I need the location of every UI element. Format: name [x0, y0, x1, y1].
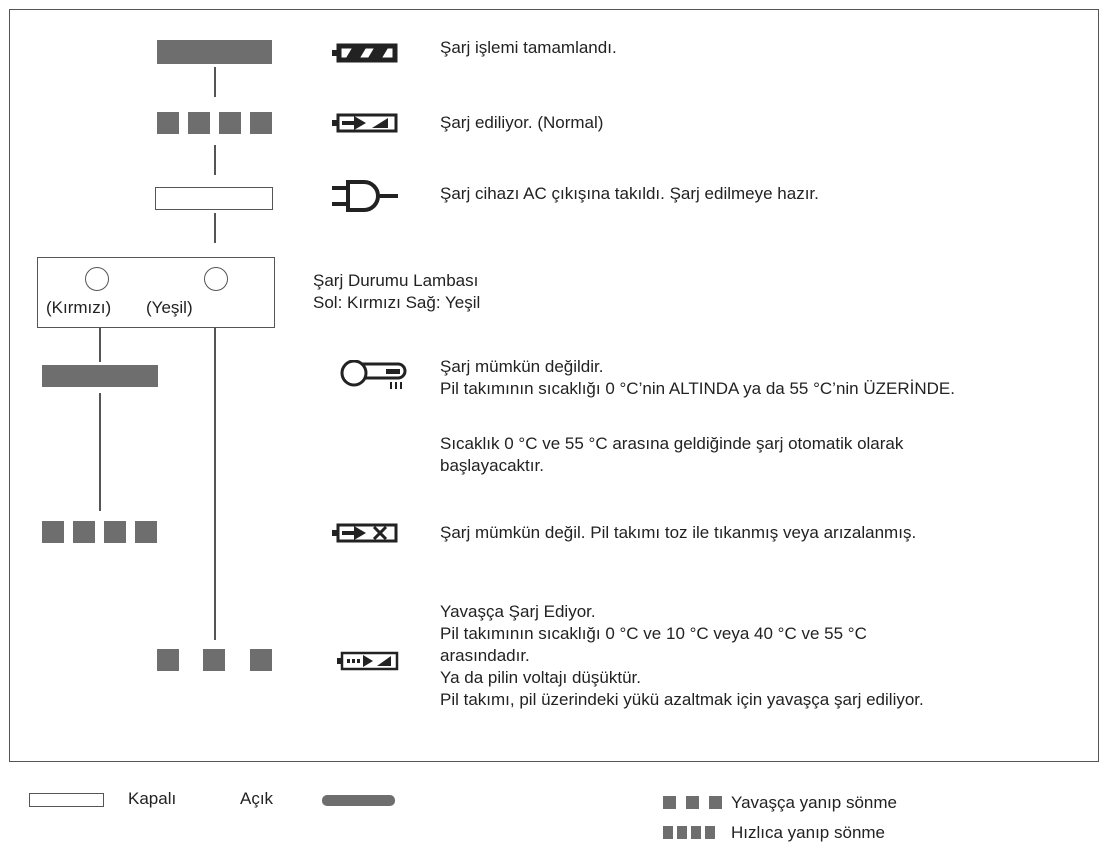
- charge-error-icon: [332, 523, 398, 543]
- connector-line: [214, 67, 216, 97]
- legend-fast-swatch: [691, 826, 701, 839]
- blink-segment: [219, 112, 241, 134]
- blink-segment: [250, 649, 272, 671]
- legend-slow-swatch: [663, 796, 676, 809]
- blink-segment: [203, 649, 225, 671]
- legend-fast-swatch: [663, 826, 673, 839]
- legend-off-swatch: [29, 793, 104, 807]
- connector-line: [214, 145, 216, 175]
- blink-segment: [157, 649, 179, 671]
- legend-on-label: Açık: [240, 789, 274, 808]
- status-fault: Şarj mümkün değil. Pil takımı toz ile tı…: [440, 523, 917, 542]
- status-temp-not-possible: Şarj mümkün değildir.: [440, 357, 604, 376]
- blink-segment: [188, 112, 210, 134]
- status-slow-2: Pil takımının sıcaklığı 0 °C ve 10 °C ve…: [440, 624, 867, 643]
- green-lamp: [204, 267, 228, 291]
- status-temp-auto: Sıcaklık 0 °C ve 55 °C arasına geldiğind…: [440, 434, 904, 453]
- thermometer-icon: [340, 360, 407, 389]
- legend-slow-label: Yavaşça yanıp sönme: [731, 793, 897, 812]
- diagram-frame: [9, 9, 1099, 762]
- status-temp-detail: Pil takımının sıcaklığı 0 °C’nin ALTINDA…: [440, 379, 955, 398]
- status-complete: Şarj işlemi tamamlandı.: [440, 38, 617, 57]
- blink-segment: [42, 521, 64, 543]
- red-on-indicator: [42, 365, 158, 387]
- off-indicator: [155, 187, 273, 210]
- legend-off-label: Kapalı: [128, 789, 177, 808]
- legend-slow-swatch: [686, 796, 699, 809]
- plug-icon: [332, 180, 398, 212]
- connector-line: [99, 328, 101, 362]
- status-slow-1: Yavaşça Şarj Ediyor.: [440, 602, 596, 621]
- red-lamp: [85, 267, 109, 291]
- legend-fast-label: Hızlıca yanıp sönme: [731, 823, 886, 842]
- charge-lamp-box: (Kırmızı) (Yeşil): [37, 257, 275, 328]
- legend-slow-swatch: [709, 796, 722, 809]
- lamp-title: Şarj Durumu Lambası: [313, 271, 479, 290]
- legend-fast-swatch: [705, 826, 715, 839]
- legend-on-swatch: [322, 795, 395, 806]
- status-temp-auto-cont: başlayacaktır.: [440, 456, 544, 475]
- lamp-subtitle: Sol: Kırmızı Sağ: Yeşil: [313, 293, 481, 312]
- status-ready: Şarj cihazı AC çıkışına takıldı. Şarj ed…: [440, 184, 819, 203]
- red-lamp-label: (Kırmızı): [46, 298, 112, 317]
- charging-arrow-icon: [332, 113, 398, 133]
- blink-segment: [250, 112, 272, 134]
- connector-line: [99, 393, 101, 511]
- blink-segment: [135, 521, 157, 543]
- status-charging-normal: Şarj ediliyor. (Normal): [440, 113, 604, 132]
- legend-fast-swatch: [677, 826, 687, 839]
- connector-line: [214, 328, 216, 640]
- status-slow-3: arasındadır.: [440, 646, 530, 665]
- blink-segment: [157, 112, 179, 134]
- battery-full-icon: [332, 43, 398, 63]
- green-on-indicator: [157, 40, 272, 64]
- slow-charge-icon: [337, 651, 399, 671]
- connector-line: [214, 213, 216, 243]
- blink-segment: [104, 521, 126, 543]
- status-slow-4: Ya da pilin voltajı düşüktür.: [440, 668, 641, 687]
- green-lamp-label: (Yeşil): [146, 298, 193, 317]
- blink-segment: [73, 521, 95, 543]
- status-slow-5: Pil takımı, pil üzerindeki yükü azaltmak…: [440, 690, 924, 709]
